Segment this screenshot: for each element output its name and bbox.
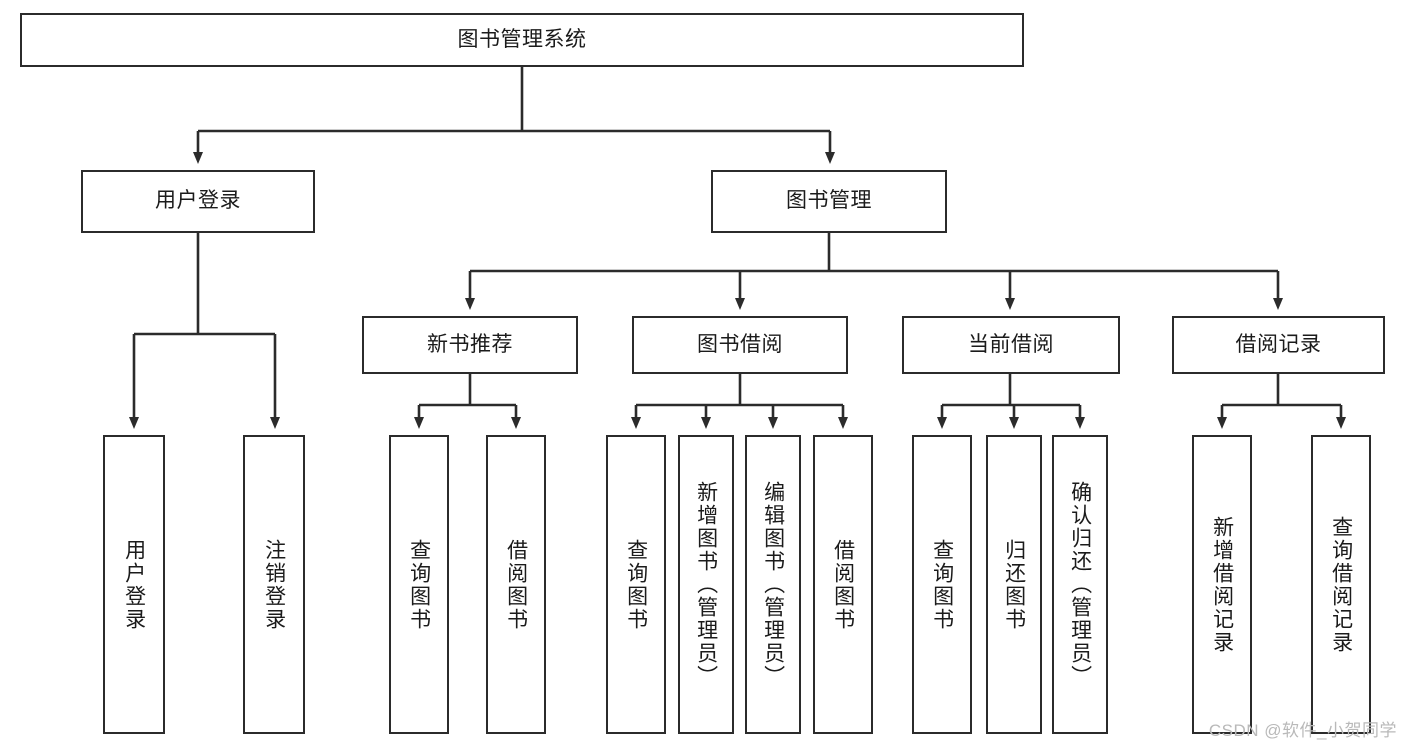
node-new-book-recommend-label: 新书推荐 bbox=[427, 332, 513, 356]
node-leaf-query-borrow-record-label: 查询借阅记录 bbox=[1329, 515, 1353, 654]
node-leaf-confirm-return-admin-label: 确认归还（管理员） bbox=[1068, 481, 1092, 688]
node-leaf-query-book-current-label: 查询图书 bbox=[930, 538, 954, 631]
node-book-borrow[interactable]: 图书借阅 bbox=[632, 316, 848, 374]
node-leaf-edit-book-admin-label: 编辑图书（管理员） bbox=[761, 481, 785, 688]
node-user-login[interactable]: 用户登录 bbox=[81, 170, 315, 233]
node-root[interactable]: 图书管理系统 bbox=[20, 13, 1024, 67]
node-current-borrow-label: 当前借阅 bbox=[968, 332, 1054, 356]
node-book-management-label: 图书管理 bbox=[786, 189, 872, 213]
node-leaf-query-book-recommend[interactable]: 查询图书 bbox=[389, 435, 449, 734]
node-leaf-query-borrow-record[interactable]: 查询借阅记录 bbox=[1311, 435, 1371, 734]
node-leaf-borrow-book-recommend[interactable]: 借阅图书 bbox=[486, 435, 546, 734]
node-leaf-query-book-borrow-label: 查询图书 bbox=[624, 538, 648, 631]
node-borrow-record[interactable]: 借阅记录 bbox=[1172, 316, 1385, 374]
node-leaf-logout[interactable]: 注销登录 bbox=[243, 435, 305, 734]
csdn-watermark: CSDN @软件_小贺同学 bbox=[1208, 721, 1397, 740]
node-leaf-logout-label: 注销登录 bbox=[262, 538, 286, 631]
node-leaf-query-book-current[interactable]: 查询图书 bbox=[912, 435, 972, 734]
node-leaf-add-borrow-record[interactable]: 新增借阅记录 bbox=[1192, 435, 1252, 734]
node-leaf-borrow-book-label: 借阅图书 bbox=[831, 538, 855, 631]
node-leaf-add-borrow-record-label: 新增借阅记录 bbox=[1210, 515, 1234, 654]
node-current-borrow[interactable]: 当前借阅 bbox=[902, 316, 1120, 374]
node-leaf-borrow-book[interactable]: 借阅图书 bbox=[813, 435, 873, 734]
node-leaf-add-book-admin-label: 新增图书（管理员） bbox=[694, 481, 718, 688]
node-leaf-add-book-admin[interactable]: 新增图书（管理员） bbox=[678, 435, 734, 734]
node-user-login-label: 用户登录 bbox=[155, 189, 241, 213]
node-leaf-user-login[interactable]: 用户登录 bbox=[103, 435, 165, 734]
node-leaf-edit-book-admin[interactable]: 编辑图书（管理员） bbox=[745, 435, 801, 734]
node-leaf-confirm-return-admin[interactable]: 确认归还（管理员） bbox=[1052, 435, 1108, 734]
node-new-book-recommend[interactable]: 新书推荐 bbox=[362, 316, 578, 374]
node-leaf-borrow-book-recommend-label: 借阅图书 bbox=[504, 538, 528, 631]
node-leaf-return-book-label: 归还图书 bbox=[1002, 538, 1026, 631]
node-root-label: 图书管理系统 bbox=[457, 27, 587, 51]
node-leaf-user-login-label: 用户登录 bbox=[122, 538, 146, 631]
node-leaf-query-book-recommend-label: 查询图书 bbox=[407, 538, 431, 631]
node-book-management[interactable]: 图书管理 bbox=[711, 170, 947, 233]
node-leaf-query-book-borrow[interactable]: 查询图书 bbox=[606, 435, 666, 734]
node-borrow-record-label: 借阅记录 bbox=[1235, 332, 1322, 356]
node-leaf-return-book[interactable]: 归还图书 bbox=[986, 435, 1042, 734]
node-book-borrow-label: 图书借阅 bbox=[697, 332, 783, 356]
